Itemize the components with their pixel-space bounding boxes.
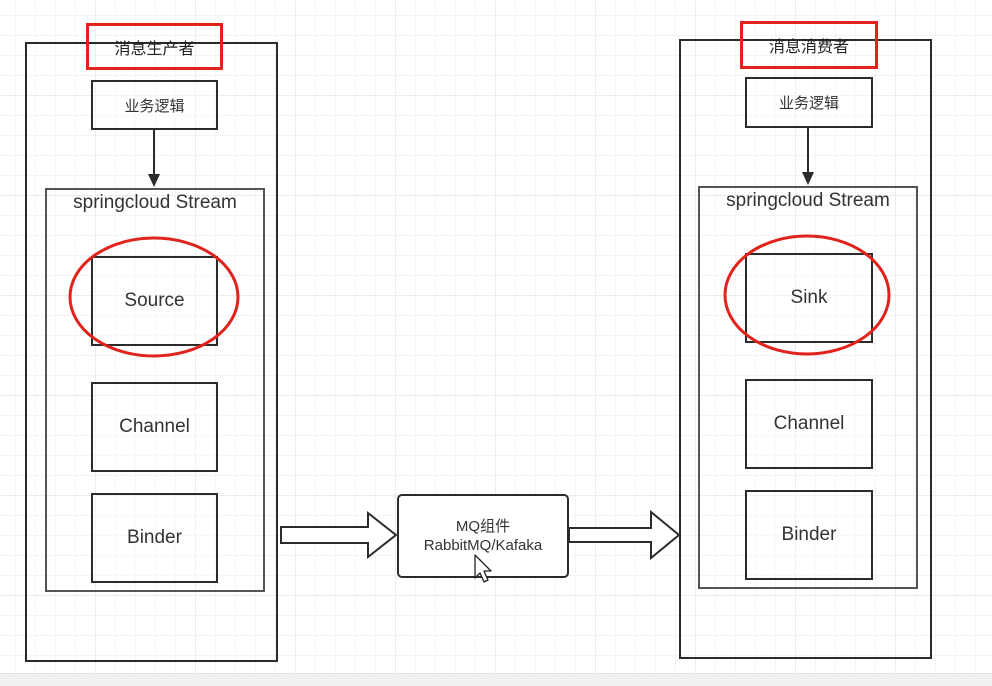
producer-title: 消息生产者 <box>86 23 223 70</box>
consumer-down-arrow <box>802 128 814 185</box>
source-box: Source <box>91 256 218 346</box>
sink-label: Sink <box>790 287 828 308</box>
consumer-stream-title: springcloud Stream <box>726 190 890 211</box>
producer-channel-box: Channel <box>91 382 218 472</box>
producer-business-logic: 业务逻辑 <box>91 80 218 130</box>
mq-to-consumer-arrow <box>568 509 681 561</box>
consumer-channel-label: Channel <box>773 413 845 434</box>
mq-broker-label: RabbitMQ/Kafaka <box>423 537 543 554</box>
producer-stream-container: springcloud Stream <box>45 188 265 592</box>
sink-highlight-ellipse <box>723 234 891 356</box>
consumer-stream-container: springcloud Stream <box>698 186 918 589</box>
consumer-title-text: 消息消费者 <box>768 39 849 56</box>
consumer-business-logic-label: 业务逻辑 <box>778 95 839 112</box>
bottom-scroll-strip <box>0 673 992 686</box>
consumer-channel-box: Channel <box>745 379 873 469</box>
producer-title-text: 消息生产者 <box>114 40 195 58</box>
consumer-business-logic: 业务逻辑 <box>745 77 873 128</box>
producer-down-arrow <box>148 130 160 187</box>
mouse-cursor-icon <box>474 554 492 583</box>
producer-business-logic-label: 业务逻辑 <box>124 97 185 115</box>
source-highlight-ellipse <box>68 236 240 358</box>
consumer-binder-box: Binder <box>745 490 873 580</box>
sink-box: Sink <box>745 253 873 343</box>
producer-to-mq-arrow <box>280 510 398 560</box>
producer-container <box>25 42 278 662</box>
producer-binder-box: Binder <box>91 493 218 583</box>
producer-stream-title: springcloud Stream <box>73 192 237 213</box>
consumer-container <box>679 39 932 659</box>
consumer-binder-label: Binder <box>781 524 837 545</box>
mq-component-label: MQ组件 <box>455 518 511 535</box>
producer-channel-label: Channel <box>119 416 190 437</box>
consumer-title: 消息消费者 <box>740 21 878 69</box>
source-label: Source <box>124 290 185 311</box>
producer-binder-label: Binder <box>127 527 182 548</box>
